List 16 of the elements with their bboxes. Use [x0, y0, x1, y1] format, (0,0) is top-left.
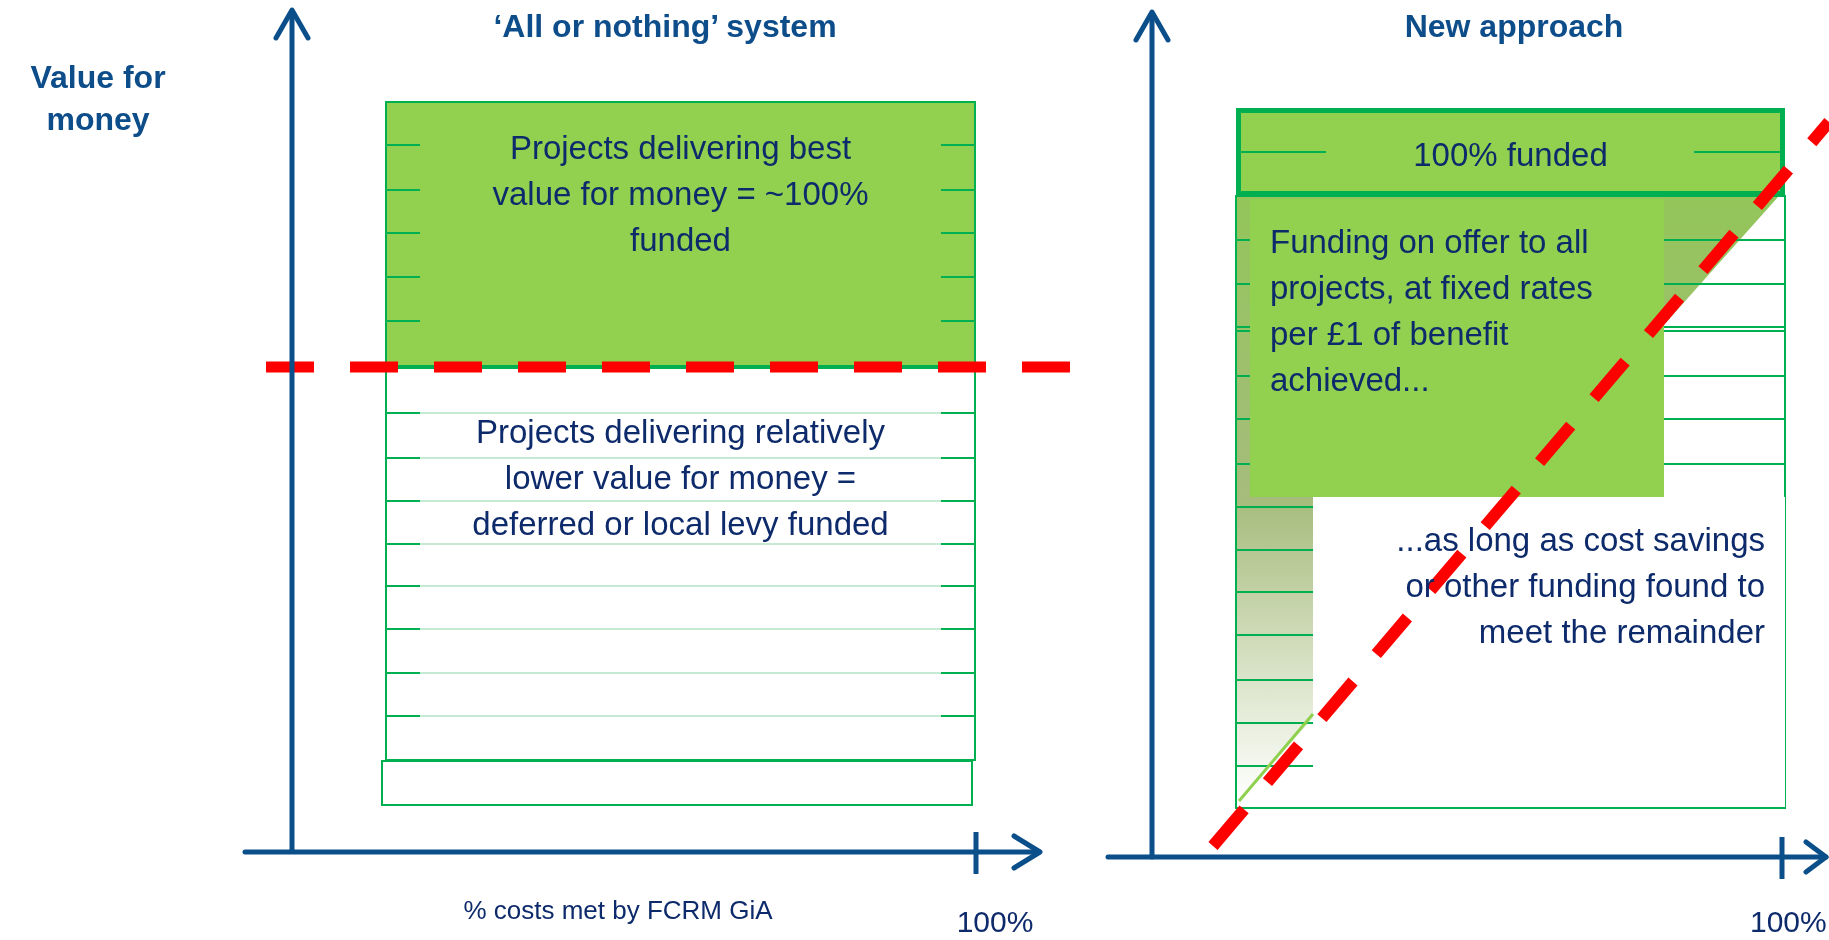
axis-title: % costs met by FCRM GiA [463, 895, 773, 926]
band-text: Projects delivering relatively lower value for money = deferred or local levy funded [471, 412, 890, 544]
funding-band [385, 101, 976, 367]
panel-title: New approach [1404, 8, 1624, 45]
callout-panel [1250, 199, 1664, 497]
callout-panel [1313, 497, 1785, 807]
band-text: ...as long as cost savings or other funding found to meet the remainder [1395, 520, 1765, 652]
funding-band [385, 367, 976, 761]
band-text: Projects delivering best value for money = ~100% funded [491, 128, 870, 260]
band-text: 100% funded [1412, 135, 1609, 175]
panel-title: ‘All or nothing’ system [493, 8, 837, 45]
tick-label: 100% [956, 905, 1034, 939]
tick-label: 100% [1750, 905, 1827, 939]
band-text: Funding on offer to all projects, at fixed rates per £1 of benefit achieved... [1270, 222, 1594, 400]
funding-band [1236, 108, 1785, 196]
axis-title: Value for money [29, 58, 167, 139]
